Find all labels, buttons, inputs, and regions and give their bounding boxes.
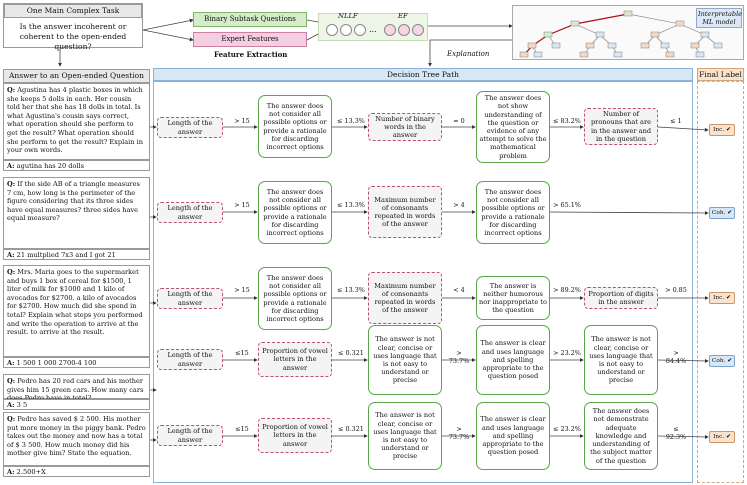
edge-5-1: ≤15 bbox=[235, 425, 249, 433]
node-1-5: Number of pronouns that are in the answe… bbox=[584, 108, 658, 145]
node-3-4: The answer is neither humorous nor inapp… bbox=[476, 276, 550, 320]
feature-extraction-label: Feature Extraction bbox=[214, 50, 288, 59]
feature-circle-1 bbox=[326, 24, 338, 36]
task-header: One Main Complex Task bbox=[4, 4, 142, 18]
node-2-2: The answer does not consider all possibl… bbox=[258, 181, 332, 244]
question-1: Q: Agustina has 4 plastic boxes in which… bbox=[3, 83, 150, 160]
edge-1-3: = 0 bbox=[453, 117, 465, 125]
ef-label: EF bbox=[398, 12, 408, 20]
question-4: Q: Pedro has 20 red cars and his mother … bbox=[3, 374, 150, 402]
node-3-5: Proportion of digits in the answer bbox=[584, 287, 658, 309]
edge-2-3: > 4 bbox=[453, 201, 465, 209]
edge-3-2: ≤ 13.3% bbox=[337, 286, 365, 294]
node-5-5: The answer does not demonstrate adequate… bbox=[584, 402, 658, 470]
edge-4-5: > 84.4% bbox=[665, 349, 687, 365]
node-2-3: Maximum number of consonants repeated in… bbox=[368, 186, 442, 238]
edge-3-4: > 89.2% bbox=[553, 286, 581, 294]
edge-4-2: ≤ 0.321 bbox=[338, 349, 364, 357]
node-3-1: Length of the answer bbox=[157, 288, 223, 309]
question-5: Q: Pedro has saved $ 2 500. His mother p… bbox=[3, 412, 150, 466]
edge-4-3: > 73.7% bbox=[448, 349, 470, 365]
node-3-2: The answer does not consider all possibl… bbox=[258, 267, 332, 330]
edge-1-1: > 15 bbox=[234, 117, 250, 125]
final-label-header: Final Label bbox=[697, 68, 744, 81]
task-panel: One Main Complex Task Is the answer inco… bbox=[3, 3, 143, 51]
node-1-4: The answer does not show understanding o… bbox=[476, 91, 550, 163]
edge-4-4: > 23.2% bbox=[553, 349, 581, 357]
edge-5-5: ≤ 92.3% bbox=[665, 425, 687, 441]
edge-3-5: > 0.85 bbox=[665, 286, 687, 294]
node-3-3: Maximum number of consonants repeated in… bbox=[368, 272, 442, 324]
edge-1-5: ≤ 1 bbox=[670, 117, 682, 125]
nllf-label: NLLF bbox=[338, 12, 358, 20]
node-5-3: The answer is not clear, concise or uses… bbox=[368, 402, 442, 470]
final-label-2: Coh. ✔ bbox=[709, 207, 735, 219]
node-4-3: The answer is not clear, concise or uses… bbox=[368, 325, 442, 395]
question-2: Q: If the side AB of a triangle measures… bbox=[3, 177, 150, 249]
node-4-1: Length of the answer bbox=[157, 349, 223, 370]
edge-2-1: > 15 bbox=[234, 201, 250, 209]
answer-4: A: 3 5 bbox=[3, 399, 150, 410]
edge-2-4: > 65.1% bbox=[553, 201, 581, 209]
edge-4-1: ≤15 bbox=[235, 349, 249, 357]
feature-circle-2 bbox=[340, 24, 352, 36]
final-label-4: Coh. ✔ bbox=[709, 355, 735, 367]
edge-1-2: ≤ 13.3% bbox=[337, 117, 365, 125]
explanation-label: Explanation bbox=[447, 50, 490, 58]
answer-1: A: agutina has 20 dolls bbox=[3, 160, 150, 171]
edge-5-3: > 73.7% bbox=[448, 425, 470, 441]
qa-column-header: Answer to an Open-ended Question bbox=[3, 69, 150, 83]
answer-2: A: 21 multplied 7x3 and I got 21 bbox=[3, 249, 150, 260]
ml-model-label: Interpretable ML model bbox=[696, 8, 743, 28]
node-4-5: The answer is not clear, concise or uses… bbox=[584, 325, 658, 395]
node-5-2: Proportion of vowel letters in the answe… bbox=[258, 418, 332, 453]
edge-2-2: ≤ 13.3% bbox=[337, 201, 365, 209]
answer-3: A: 1 500 1 000 2700-4 100 bbox=[3, 357, 150, 368]
node-1-1: Length of the answer bbox=[157, 117, 223, 138]
final-label-3: Inc. ✔ bbox=[709, 292, 735, 304]
question-3: Q: Mrs. Maria goes to the supermarket an… bbox=[3, 265, 150, 357]
node-1-3: Number of binary words in the answer bbox=[368, 113, 442, 141]
final-label-1: Inc. ✔ bbox=[709, 124, 735, 136]
task-text: Is the answer incoherent or coherent to … bbox=[19, 22, 127, 51]
node-4-2: Proportion of vowel letters in the answe… bbox=[258, 342, 332, 377]
edge-3-3: < 4 bbox=[453, 286, 465, 294]
feature-circle-5 bbox=[398, 24, 410, 36]
feature-circle-6 bbox=[412, 24, 424, 36]
edge-5-2: ≤ 0.321 bbox=[338, 425, 364, 433]
final-label-panel bbox=[697, 81, 744, 483]
feature-circle-3 bbox=[354, 24, 366, 36]
decision-path-header: Decision Tree Path bbox=[153, 68, 693, 81]
answer-5: A: 2.500+X bbox=[3, 466, 150, 477]
edge-1-4: ≤ 83.2% bbox=[553, 117, 581, 125]
feature-circle-4 bbox=[384, 24, 396, 36]
final-label-5: Inc. ✔ bbox=[709, 431, 735, 443]
edge-5-4: ≤ 23.2% bbox=[553, 425, 581, 433]
node-5-1: Length of the answer bbox=[157, 425, 223, 446]
decision-path-panel bbox=[153, 81, 693, 483]
node-4-4: The answer is clear and uses language an… bbox=[476, 325, 550, 395]
node-2-1: Length of the answer bbox=[157, 202, 223, 223]
node-1-2: The answer does not consider all possibl… bbox=[258, 95, 332, 158]
feature-dots: ... bbox=[369, 25, 377, 34]
node-5-4: The answer is clear and uses language an… bbox=[476, 402, 550, 470]
edge-3-1: > 15 bbox=[234, 286, 250, 294]
node-2-4: The answer does not consider all possibl… bbox=[476, 181, 550, 244]
